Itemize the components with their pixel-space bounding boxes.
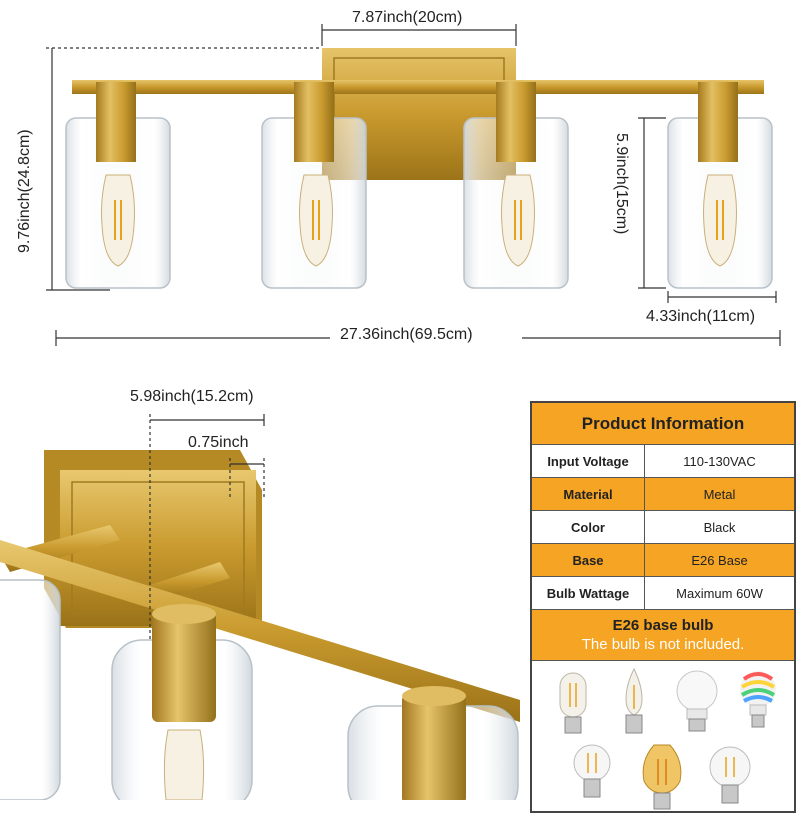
material-value: Metal: [703, 486, 736, 502]
total-width-label: 27.36inch(69.5cm): [340, 326, 473, 343]
table-row: Color Black: [532, 511, 794, 544]
product-info-title: Product Information: [532, 403, 794, 445]
bulb-banner: E26 base bulb The bulb is not included.: [532, 610, 794, 661]
product-info-table: Product Information Input Voltage 110-13…: [530, 401, 796, 813]
closeup-dimension-lines: [149, 414, 265, 640]
table-row: Base E26 Base: [532, 544, 794, 577]
table-row: Material Metal: [532, 478, 794, 511]
lamp-2: [261, 82, 367, 289]
table-row: Input Voltage 110-130VAC: [532, 445, 794, 478]
extension-label: 5.98inch(15.2cm): [130, 388, 254, 405]
st64-amber-bulb-icon: [642, 744, 682, 810]
bulb-wattage-key: Bulb Wattage: [532, 577, 645, 609]
bulb-note: The bulb is not included.: [581, 636, 745, 653]
base-value: E26 Base: [691, 552, 748, 568]
table-row: Bulb Wattage Maximum 60W: [532, 577, 794, 610]
g25-filament-bulb-icon: [709, 746, 751, 804]
closeup-arm-bar: [0, 540, 520, 722]
color-key: Color: [532, 511, 645, 543]
material-key: Material: [532, 478, 645, 510]
tube-bulb-icon: [559, 672, 587, 734]
rgb-smart-bulb-icon: [740, 671, 776, 728]
bulb-gallery: [532, 661, 794, 811]
arm-bar: [72, 80, 764, 94]
lamp-1: [65, 82, 171, 289]
color-value: Black: [703, 519, 736, 535]
base-key: Base: [532, 544, 645, 576]
a19-filament-bulb-icon: [573, 744, 611, 798]
lamp-3: [463, 82, 569, 289]
bulb-title: E26 base bulb: [612, 617, 714, 634]
candle-bulb-icon: [625, 667, 643, 734]
a19-led-bulb-icon: [676, 670, 718, 732]
shade-width-label: 4.33inch(11cm): [646, 308, 756, 325]
input-voltage-key: Input Voltage: [532, 445, 645, 477]
input-voltage-value: 110-130VAC: [683, 453, 756, 469]
shade-height-label: 5.9inch(15cm): [613, 133, 630, 235]
top-fixture-illustration: [46, 24, 781, 346]
closeup-fixture-illustration: [0, 414, 520, 800]
bulb-wattage-value: Maximum 60W: [676, 585, 763, 601]
dimension-lines: [46, 24, 781, 346]
plate-depth-label: 0.75inch: [188, 434, 249, 451]
lamp-4: [667, 82, 773, 289]
backplate-width-label: 7.87inch(20cm): [352, 9, 463, 26]
